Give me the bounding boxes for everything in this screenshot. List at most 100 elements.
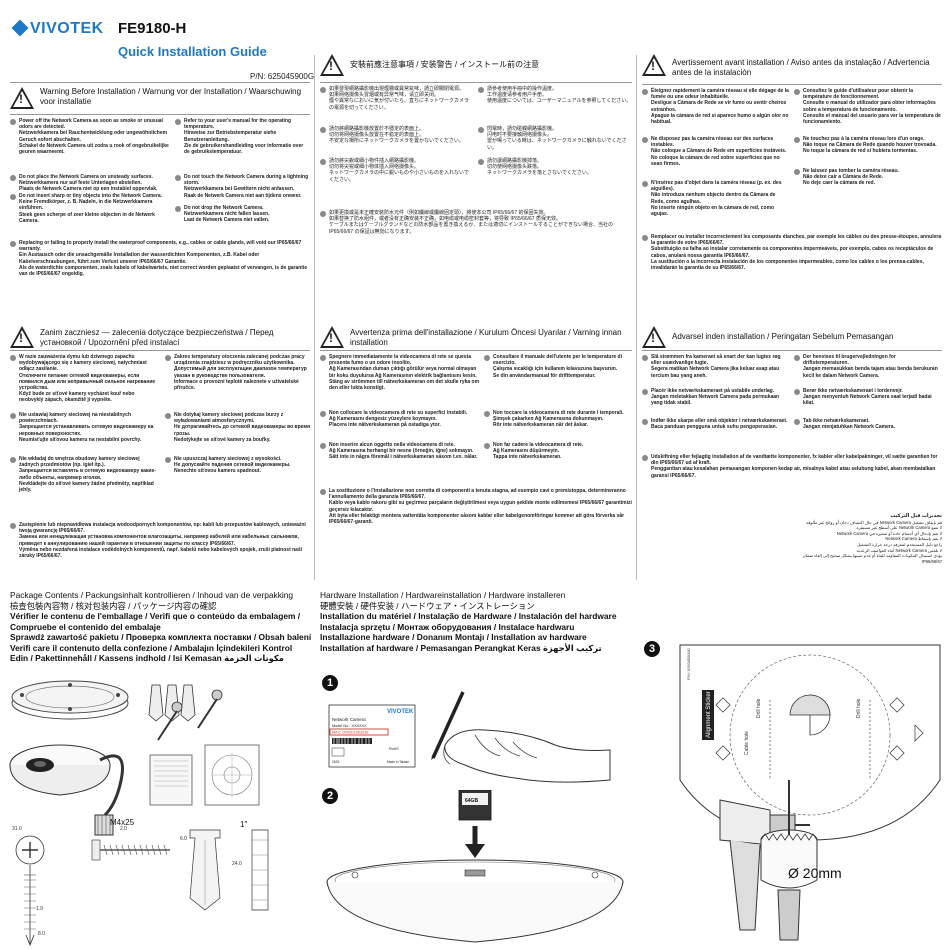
wall-anchors-icon xyxy=(148,684,196,722)
list-item: Consultez le guide d'utilisateur pour ob… xyxy=(794,88,942,136)
label-title: Network Camera xyxy=(332,717,366,722)
item-text: Berør ikke netværkskameraet i tordenvejr… xyxy=(803,388,932,407)
dim-label: 2.0 xyxy=(120,826,127,832)
hardware-heading-fr: Installation du matériel / Instalação de… xyxy=(320,611,617,621)
bullet-icon xyxy=(478,158,484,165)
warning-block-it: ! Avvertenza prima dell'installazione / … xyxy=(320,326,632,525)
label-brand: VIVOTEK xyxy=(387,709,414,715)
column-divider xyxy=(636,325,637,580)
step-2-badge: 2 xyxy=(322,788,338,804)
item-text: 如果更換或是未正確安裝防水元件（例如纜線或纜線固定頭），將使本公司 IP65/6… xyxy=(329,210,614,235)
item-text: Indfør ikke skarpe eller små objekter i … xyxy=(651,418,788,431)
bullet-icon xyxy=(642,418,648,425)
bullet-icon xyxy=(10,174,16,181)
screw-size-label: M4x25 xyxy=(110,818,135,827)
arabic-title: تحذيرات قبل التركيب xyxy=(890,513,942,519)
item-text: Non inserire alcun oggetto nella videoca… xyxy=(329,442,478,461)
warning-block-en: ! Warning Before Installation / Warnung … xyxy=(10,82,310,277)
list-item: Non far cadere la videocamera di rete. A… xyxy=(484,442,632,472)
warning-title: Warning Before Installation / Warnung vo… xyxy=(40,87,302,106)
list-item: Ne touchez pas à la caméra réseau lors d… xyxy=(794,136,942,168)
anchor-size-label: 1" xyxy=(240,820,247,829)
drill-icon xyxy=(719,780,818,941)
item-text: Éteignez rapidement la caméra réseau si … xyxy=(651,88,789,126)
bullet-icon xyxy=(794,88,800,95)
item-text: Udskiftning eller fejlagtig installation… xyxy=(651,454,938,479)
item-text: 請勿將尖銳或細小物件插入網路攝影機。 切勿将尖锐或细小物体插入网络摄像头。 ネッ… xyxy=(329,158,469,183)
column-divider xyxy=(314,325,315,580)
hardware-heading-en: Hardware Installation / Hardwareinstalla… xyxy=(320,590,566,600)
bullet-icon xyxy=(320,86,326,93)
item-text: Ne laissez pas tomber la caméra réseau. … xyxy=(803,168,899,187)
item-text: Power off the Network Camera as soon as … xyxy=(19,118,169,156)
bullet-icon xyxy=(10,118,16,125)
item-text: Replacing or failing to properly install… xyxy=(19,240,308,278)
bullet-icon xyxy=(175,118,181,125)
list-item: 請勿讓網路攝影機掉落。 切勿使网络摄像头跌落。 ネットワークカメラを落とさないで… xyxy=(478,158,632,196)
label-model: Model No.: XXXXXX xyxy=(332,724,367,728)
alignment-sticker-icon xyxy=(204,744,260,806)
list-item: Ne disposez pas la caméra réseau sur des… xyxy=(642,136,790,180)
bullet-icon xyxy=(320,410,326,417)
warning-header: ! Zanim zaczniesz — zalecenia dotyczące … xyxy=(10,326,310,348)
warning-title: Avertissement avant installation / Aviso… xyxy=(672,58,930,77)
arabic-warning-block: تحذيرات قبل التركيب قم بإيقاف تشغيل Netw… xyxy=(792,513,942,564)
arabic-line: لا تضع Network Camera على أسطح غير مستقر… xyxy=(856,525,942,531)
arabic-line: راجع دليل المستخدم لمعرفة درجة حرارة الت… xyxy=(856,541,942,547)
item-text: Refer to your user's manual for the oper… xyxy=(184,118,304,156)
warning-list-right: Consultez le guide d'utilisateur pour ob… xyxy=(794,88,942,188)
bullet-icon xyxy=(165,354,171,361)
list-item: Éteignez rapidement la caméra réseau si … xyxy=(642,88,790,136)
warning-icon: ! xyxy=(320,54,344,76)
item-text: Zastępienie lub nieprawidłowa instalacja… xyxy=(19,522,306,560)
divider xyxy=(10,114,310,115)
bullet-icon xyxy=(478,126,484,133)
bullet-icon xyxy=(642,354,648,361)
hardware-section: Hardware Installation / Hardwareinstalla… xyxy=(320,590,640,653)
package-heading-fr: Vérifier le contenu de l'emballage / Ver… xyxy=(10,611,301,632)
list-item: Do not touch the Network Camera during a… xyxy=(175,174,310,205)
list-item: Nie upuszczaj kamery sieciowej z wysokoś… xyxy=(165,456,310,486)
list-item: 閃電時，請勿碰觸網路攝影機。 闪电时不要接触网络摄像头。 雷が鳴っている時は、ネ… xyxy=(478,126,632,158)
package-contents-illustration: 31.0 2.0 6.0 24.0 1.9 8.0 M4x25 1" xyxy=(9,680,269,947)
list-item: Non collocare la videocamera di rete su … xyxy=(320,410,480,442)
bullet-icon xyxy=(175,205,181,212)
bullet-icon xyxy=(320,210,326,217)
arabic-line: لا تلمس Network Camera أثناء العواصف الر… xyxy=(856,547,942,553)
column-divider xyxy=(314,55,315,325)
mac-highlight-box xyxy=(329,728,389,736)
bullet-icon xyxy=(642,388,648,395)
arabic-line: يؤدي استبدال المكونات المقاومة للماء أو … xyxy=(802,553,942,564)
label-code: 01B2 xyxy=(332,760,340,764)
item-text: Non collocare la videocamera di rete su … xyxy=(329,410,468,429)
dim-label: 1.9 xyxy=(36,906,43,912)
bullet-icon xyxy=(478,86,484,93)
dim-label: 8.0 xyxy=(38,931,45,937)
quick-guide-document-icon xyxy=(149,754,193,806)
list-item: 請勿將網路攝影機放置於不穩定的表面上。 切勿将网络摄像头放置在不稳定的表面上。 … xyxy=(320,126,470,158)
warning-list-full: Remplacer ou installer incorrectement le… xyxy=(642,234,942,271)
label-rohs: RoHS xyxy=(389,747,399,751)
list-item: Berør ikke netværkskameraet i tordenvejr… xyxy=(794,388,942,418)
package-heading-pl: Sprawdź zawartość pakietu / Проверка ком… xyxy=(10,632,312,642)
bullet-icon xyxy=(10,522,16,529)
bullet-icon xyxy=(10,193,16,200)
warning-icon: ! xyxy=(642,54,666,76)
list-item: Indfør ikke skarpe eller små objekter i … xyxy=(642,418,790,448)
list-item: Zastępienie lub nieprawidłowa instalacja… xyxy=(10,522,310,559)
package-heading-it: Verifi care il contenuto della confezion… xyxy=(10,642,293,664)
warning-list-full: Zastępienie lub nieprawidłowa instalacja… xyxy=(10,522,310,559)
item-text: Do not insert sharp or tiny objects into… xyxy=(19,193,163,224)
bullet-icon xyxy=(10,240,16,247)
bullet-icon xyxy=(794,168,800,175)
item-text: 請參考使用手冊中的操作溫度。 工作温度请参考用户手册。 使用温度については、ユー… xyxy=(487,86,632,105)
list-item: Zakres temperatury otoczenia zalecanej p… xyxy=(165,354,310,412)
warning-list-right: Consultare il manuale dell'utente per le… xyxy=(484,354,632,472)
warning-list-right: Refer to your user's manual for the oper… xyxy=(175,118,310,227)
brand-name: VIVOTEK xyxy=(30,20,104,37)
bullet-icon xyxy=(10,456,16,463)
sticker-title: Alignment Sticker xyxy=(706,691,712,738)
warning-icon: ! xyxy=(320,326,344,348)
arabic-line: قم بإيقاف تشغيل Network Camera في حال اك… xyxy=(806,519,942,525)
list-item: Spegnere immediatamente la videocamera d… xyxy=(320,354,480,410)
